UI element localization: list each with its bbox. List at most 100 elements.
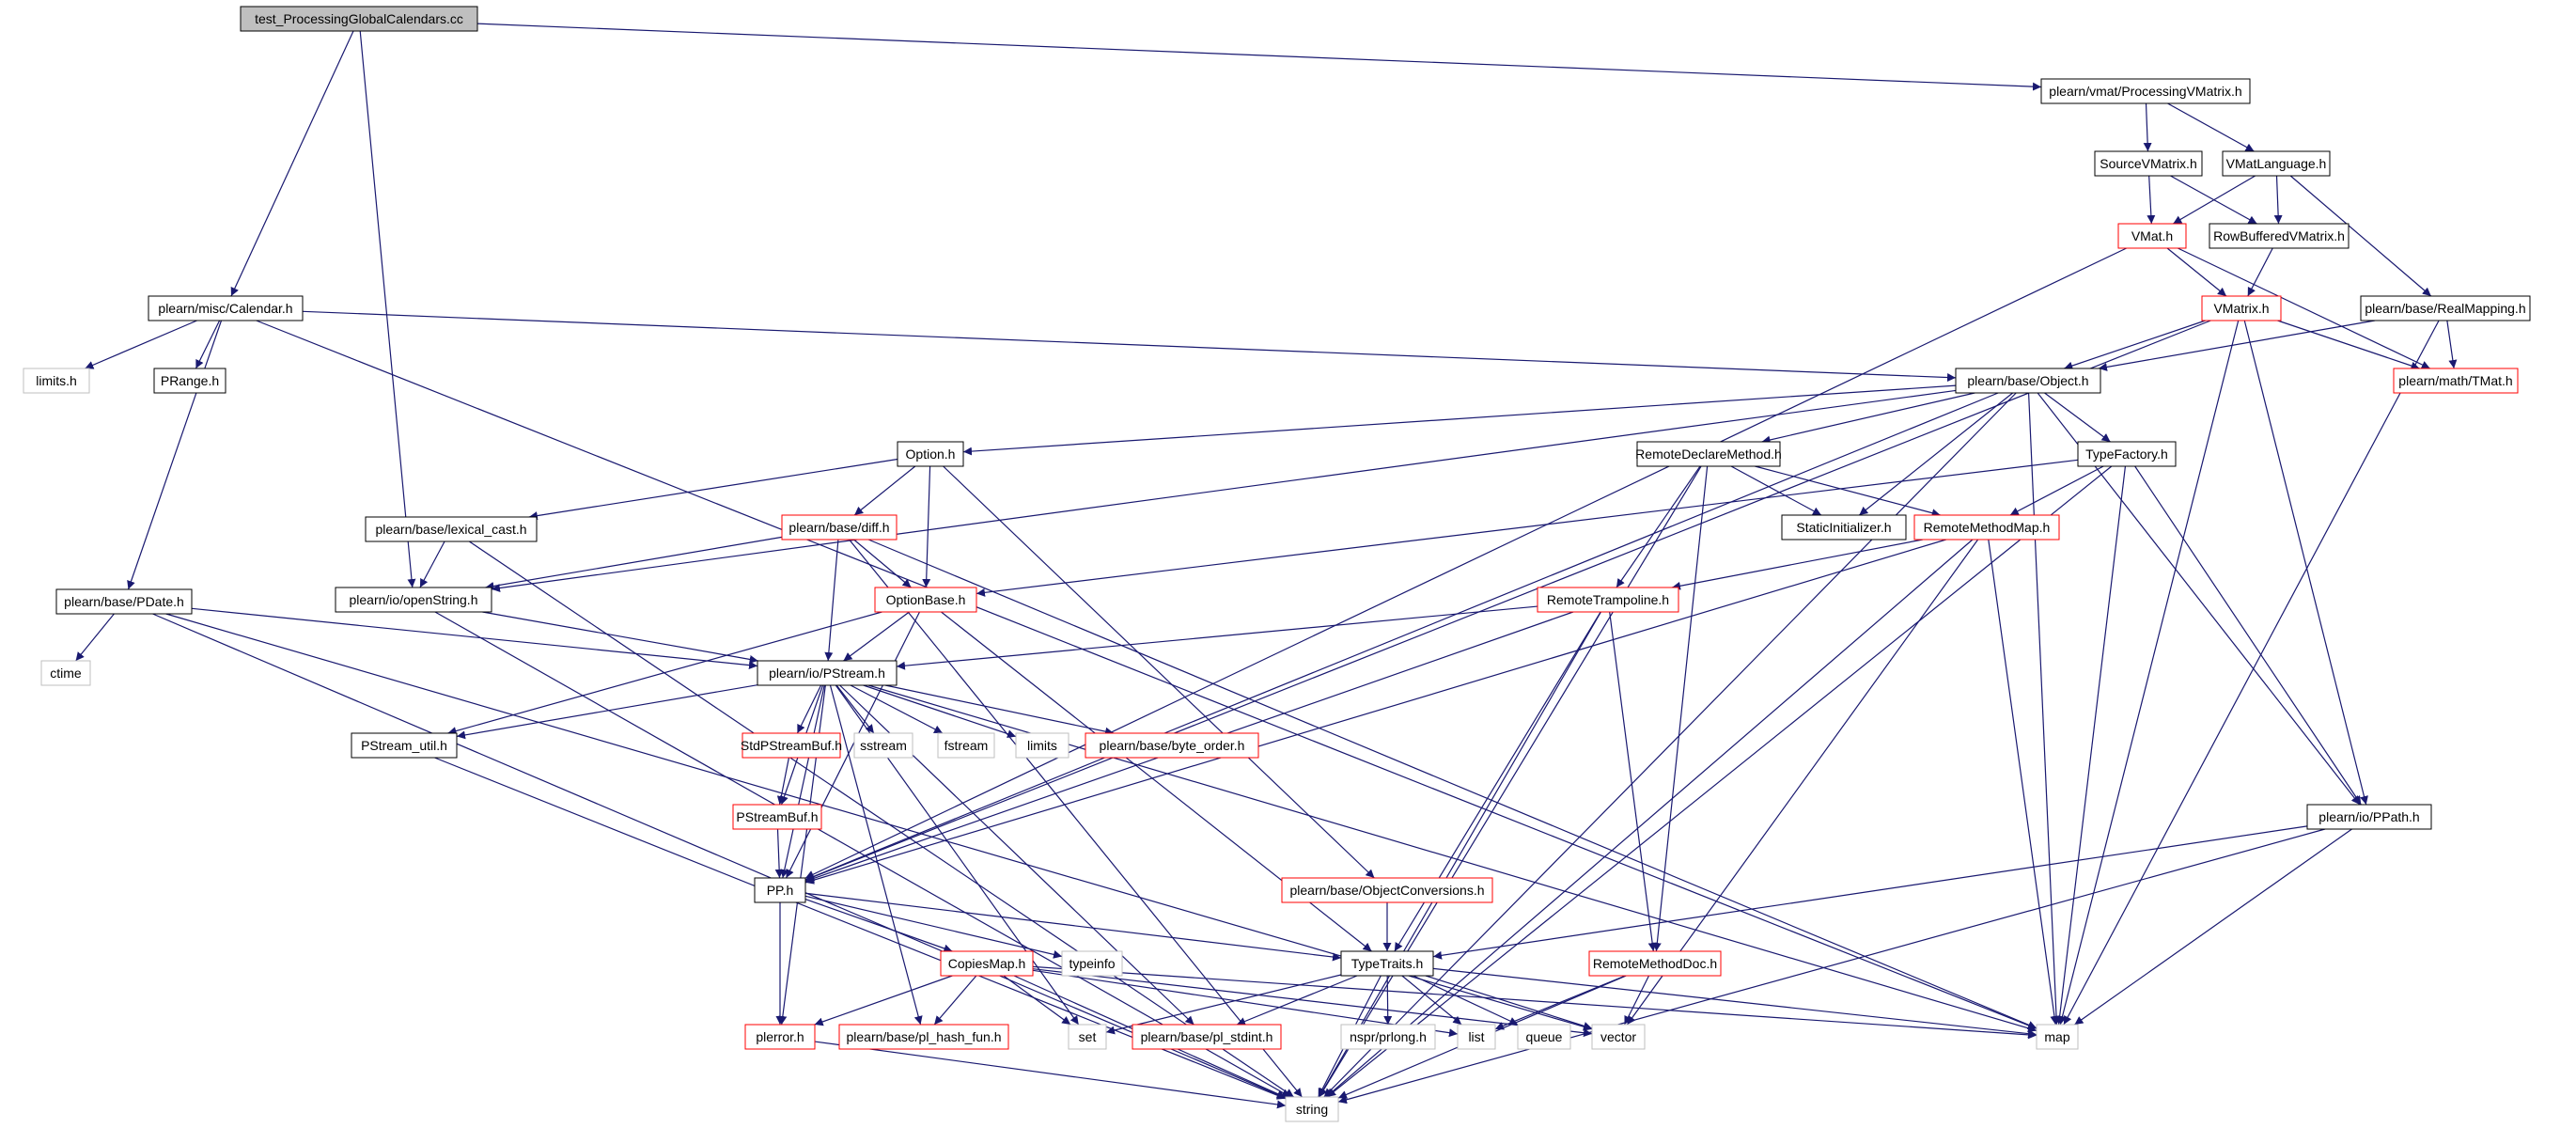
edge-typefactory-to-optionbase <box>976 459 2079 597</box>
node-sstream: sstream <box>853 732 913 759</box>
edge-openstring-to-pstream <box>482 611 758 664</box>
edge-vmatrix-to-map <box>2058 320 2240 1026</box>
node-pstream[interactable]: plearn/io/PStream.h <box>757 660 898 686</box>
edge-calendar-to-prange <box>195 320 221 369</box>
node-copiesmap[interactable]: CopiesMap.h <box>940 950 1034 977</box>
edge-vmatlanguage-to-rowbuffered <box>2273 175 2283 225</box>
node-remotemethoddoc[interactable]: RemoteMethodDoc.h <box>1588 950 1722 977</box>
node-label-root: test_ProcessingGlobalCalendars.cc <box>255 11 463 26</box>
edge-vmatrix-to-ppath <box>2243 320 2368 806</box>
edge-root-to-openstring <box>359 30 416 588</box>
node-realmapping[interactable]: plearn/base/RealMapping.h <box>2360 295 2531 321</box>
node-label-pstreamutil: PStream_util.h <box>361 738 447 753</box>
node-label-optionbase: OptionBase.h <box>886 592 966 607</box>
node-label-objectconversions: plearn/base/ObjectConversions.h <box>1289 883 1484 898</box>
node-label-sstream: sstream <box>860 738 907 753</box>
node-label-prange: PRange.h <box>161 373 219 388</box>
node-label-remotemethoddoc: RemoteMethodDoc.h <box>1593 956 1717 971</box>
node-typefactory[interactable]: TypeFactory.h <box>2077 441 2177 467</box>
edge-calendar-to-object <box>302 310 1957 383</box>
node-box-ppath <box>2306 804 2432 830</box>
edge-vmatrix-to-object <box>2064 320 2206 370</box>
node-box-rowbuffered <box>2209 223 2350 249</box>
node-typetraits[interactable]: TypeTraits.h <box>1340 950 1434 977</box>
node-fstream: fstream <box>937 732 995 759</box>
node-box-list <box>1457 1024 1496 1050</box>
node-box-plstdint <box>1132 1024 1282 1050</box>
node-calendar[interactable]: plearn/misc/Calendar.h <box>148 295 304 321</box>
node-label-lexicalcast: plearn/base/lexical_cast.h <box>375 522 526 537</box>
edge-diff-to-openstring <box>485 536 783 590</box>
node-prange[interactable]: PRange.h <box>153 368 226 394</box>
node-objectconversions[interactable]: plearn/base/ObjectConversions.h <box>1281 877 1493 903</box>
node-vmatrix[interactable]: VMatrix.h <box>2201 295 2282 321</box>
node-label-plhashfun: plearn/base/pl_hash_fun.h <box>846 1029 1001 1044</box>
edge-diff-to-optionbase <box>853 539 912 588</box>
edge-typetraits-to-set <box>1105 974 1342 1035</box>
node-box-realmapping <box>2360 295 2531 321</box>
edge-lexicalcast-to-string <box>468 540 1295 1098</box>
node-label-option: Option.h <box>906 446 956 462</box>
node-box-pstreamutil <box>351 732 458 759</box>
node-box-objectconversions <box>1281 877 1493 903</box>
edge-object-to-remotedeclare <box>1761 392 1975 445</box>
node-box-vmatlanguage <box>2222 150 2331 177</box>
node-label-tmat: plearn/math/TMat.h <box>2398 373 2512 388</box>
node-pp[interactable]: PP.h <box>754 877 806 903</box>
node-label-remotetrampoline: RemoteTrampoline.h <box>1547 592 1669 607</box>
node-ppath[interactable]: plearn/io/PPath.h <box>2306 804 2432 830</box>
edge-vmat-to-vmatrix <box>2166 247 2227 297</box>
node-openstring[interactable]: plearn/io/openString.h <box>335 587 492 613</box>
node-label-pp: PP.h <box>767 883 794 898</box>
edge-remotemethodmap-to-vector <box>1626 539 1979 1026</box>
node-remotedeclare[interactable]: RemoteDeclareMethod.h <box>1635 441 1782 467</box>
node-box-openstring <box>335 587 492 613</box>
node-pdate[interactable]: plearn/base/PDate.h <box>55 588 193 615</box>
node-vector: vector <box>1591 1024 1646 1050</box>
node-vmat[interactable]: VMat.h <box>2117 223 2187 249</box>
node-box-byteorder <box>1085 732 1259 759</box>
node-pstreambuf[interactable]: PStreamBuf.h <box>732 804 822 830</box>
node-lexicalcast[interactable]: plearn/base/lexical_cast.h <box>365 516 538 542</box>
edge-pstream-to-pstreamutil <box>456 684 758 740</box>
edge-option-to-diff <box>853 465 916 516</box>
edge-pp-to-typeinfo <box>804 895 1063 959</box>
node-optionbase[interactable]: OptionBase.h <box>874 587 977 613</box>
node-object[interactable]: plearn/base/Object.h <box>1955 368 2101 394</box>
node-box-vmatrix <box>2201 295 2282 321</box>
node-remotetrampoline[interactable]: RemoteTrampoline.h <box>1537 587 1679 613</box>
node-sourcevmatrix[interactable]: SourceVMatrix.h <box>2094 150 2203 177</box>
node-label-list: list <box>1468 1029 1484 1044</box>
node-tmat[interactable]: plearn/math/TMat.h <box>2393 368 2519 394</box>
edge-copiesmap-to-plhashfun <box>933 975 977 1026</box>
edge-pdate-to-pstream <box>191 607 758 670</box>
node-plhashfun[interactable]: plearn/base/pl_hash_fun.h <box>838 1024 1009 1050</box>
node-box-object <box>1955 368 2101 394</box>
node-set: set <box>1068 1024 1107 1050</box>
edge-typefactory-to-remotemethodmap <box>2009 465 2104 516</box>
node-byteorder[interactable]: plearn/base/byte_order.h <box>1085 732 1259 759</box>
node-staticinit[interactable]: StaticInitializer.h <box>1781 514 1907 540</box>
node-plstdint[interactable]: plearn/base/pl_stdint.h <box>1132 1024 1282 1050</box>
edge-remotedeclare-to-string <box>1319 465 1702 1098</box>
node-vmatlanguage[interactable]: VMatLanguage.h <box>2222 150 2331 177</box>
node-box-optionbase <box>874 587 977 613</box>
edge-remotedeclare-to-remotemethoddoc <box>1652 465 1709 952</box>
node-option[interactable]: Option.h <box>897 441 964 467</box>
node-remotemethodmap[interactable]: RemoteMethodMap.h <box>1913 514 2060 540</box>
edge-remotemethodmap-to-pp <box>804 539 1946 885</box>
node-box-diff <box>781 514 898 540</box>
node-pstreamutil[interactable]: PStream_util.h <box>351 732 458 759</box>
node-plerror[interactable]: plerror.h <box>744 1024 816 1050</box>
node-box-string <box>1285 1096 1339 1122</box>
node-rowbuffered[interactable]: RowBufferedVMatrix.h <box>2209 223 2350 249</box>
node-label-typefactory: TypeFactory.h <box>2085 446 2168 462</box>
node-diff[interactable]: plearn/base/diff.h <box>781 514 898 540</box>
edge-typetraits-to-map <box>1432 967 2037 1039</box>
edge-ppath-to-map <box>2074 828 2352 1026</box>
edge-remotetrampoline-to-remotemethoddoc <box>1609 611 1657 952</box>
edge-object-to-option <box>962 384 1957 456</box>
node-stdpstreambuf[interactable]: StdPStreamBuf.h <box>741 732 842 759</box>
node-label-limitsh: limits.h <box>36 373 77 388</box>
node-procvmatrix[interactable]: plearn/vmat/ProcessingVMatrix.h <box>2040 78 2251 104</box>
